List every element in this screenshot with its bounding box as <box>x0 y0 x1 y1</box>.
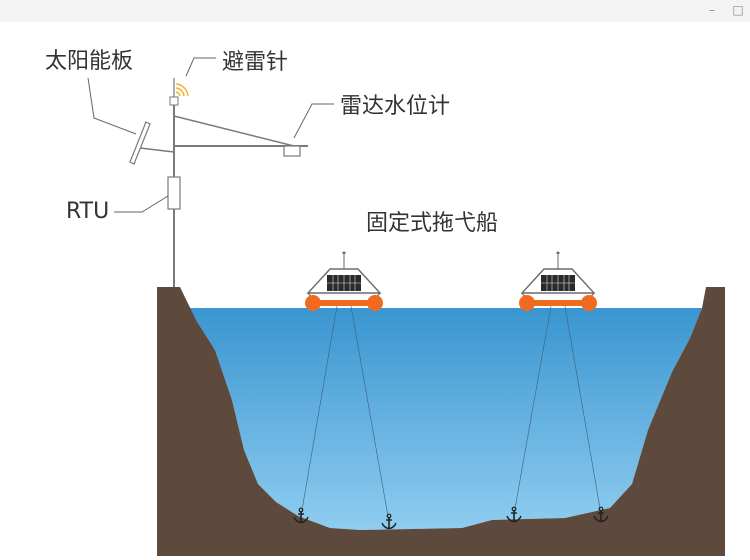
radar-level-gauge-label: 雷达水位计 <box>340 94 451 119</box>
tow-boat-left <box>304 250 384 312</box>
window-title-bar: – □ <box>0 0 750 22</box>
lightning-rod-label: 避雷针 <box>222 50 289 75</box>
minimize-button[interactable]: – <box>709 3 715 17</box>
radar-level-gauge <box>283 145 301 157</box>
tow-boat-right <box>518 250 598 312</box>
leader-lines <box>87 57 334 213</box>
monitoring-station <box>129 78 308 287</box>
window-controls: – □ <box>690 0 750 22</box>
mooring-lines <box>300 305 602 523</box>
solar-panel-label: 太阳能板 <box>45 49 134 74</box>
maximize-button[interactable]: □ <box>732 3 744 17</box>
fixed-tow-boat-label: 固定式拖弋船 <box>366 211 499 236</box>
riverbank-ground <box>157 287 725 556</box>
rtu-box <box>167 176 181 210</box>
water-body <box>176 308 702 530</box>
rtu-label: RTU <box>66 199 110 224</box>
solar-panel <box>129 121 151 165</box>
wifi-signal-icon <box>175 83 189 97</box>
